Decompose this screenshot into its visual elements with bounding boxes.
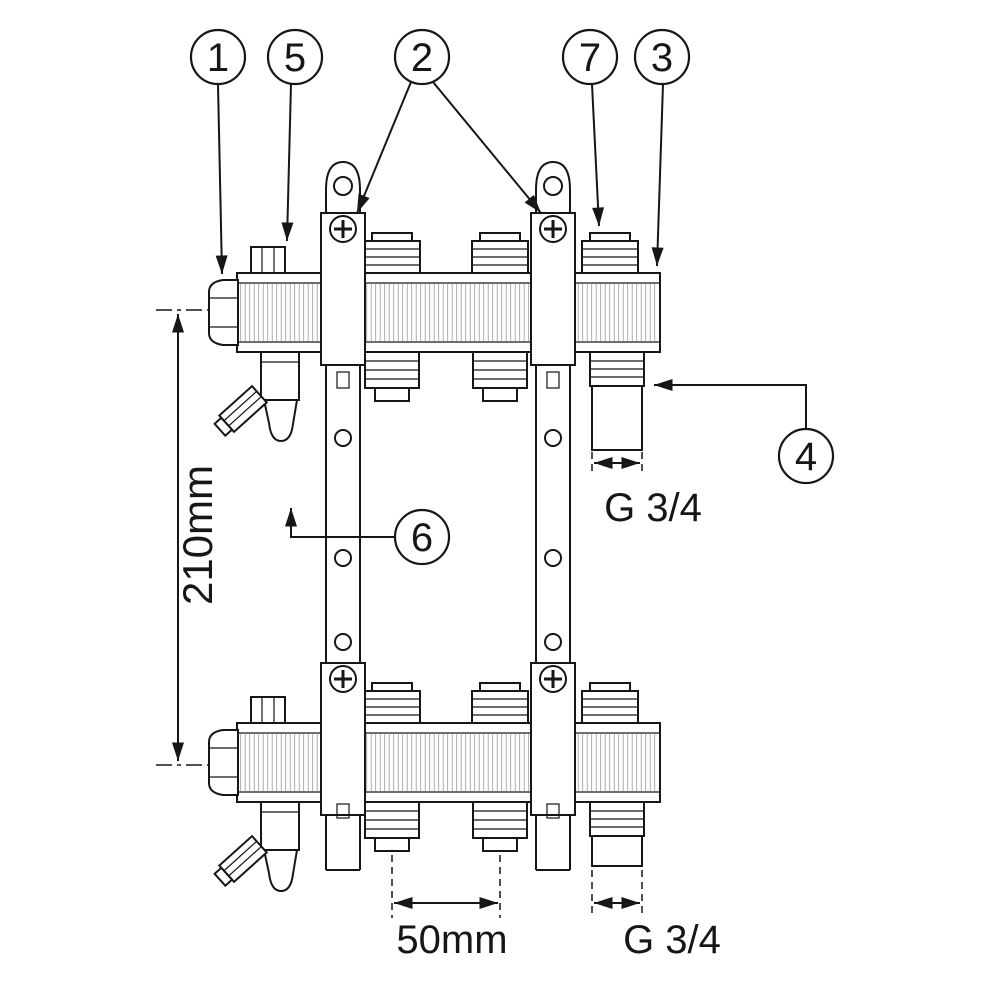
outlet-nut-3 (364, 801, 420, 852)
rail-hole (334, 429, 352, 447)
callout-7: 7 (561, 28, 619, 86)
rail-hole (543, 176, 563, 196)
end-cap-bottom (208, 729, 239, 796)
leader-6 (285, 508, 395, 538)
callout-1-label: 1 (207, 36, 229, 80)
valve-cap-6 (581, 682, 639, 724)
manifold-bottom-knurl (240, 734, 657, 791)
dim-g34-bottom-label: G 3/4 (623, 918, 721, 962)
fill-plug-bottom (250, 696, 286, 724)
rail-hole (544, 549, 562, 567)
dimension-g34-top: G 3/4 (591, 452, 702, 530)
callout-3-label: 3 (651, 36, 673, 80)
callout-4: 4 (777, 427, 835, 485)
mounting-rail-left (320, 160, 366, 871)
valve-cap-2 (471, 232, 529, 274)
dim-50mm-label: 50mm (396, 918, 507, 962)
dim-g34-top-label: G 3/4 (604, 486, 702, 530)
dim-210mm-label: 210mm (174, 465, 221, 605)
callout-7-label: 7 (579, 36, 601, 80)
callout-6-label: 6 (411, 516, 433, 560)
valve-cap-1 (363, 232, 421, 274)
valve-cap-3 (581, 232, 639, 274)
callout-1: 1 (189, 28, 247, 86)
outlet-nut-2 (472, 351, 528, 402)
callout-2-label: 2 (411, 36, 433, 80)
dimension-210mm: 210mm (156, 309, 250, 766)
callout-5: 5 (266, 28, 324, 86)
valve-cap-4 (363, 682, 421, 724)
callouts: 1 5 2 7 3 4 6 (189, 28, 835, 566)
manifold-top-knurl (240, 284, 657, 341)
manifold-top (208, 232, 661, 451)
leader-5 (281, 83, 294, 242)
callout-2: 2 (393, 28, 451, 86)
rail-hole (544, 429, 562, 447)
outlet-g34-bottom (589, 801, 645, 867)
outlet-g34-top (589, 351, 645, 451)
mounting-rail-right (530, 160, 576, 871)
rail-hole (334, 549, 352, 567)
leader-7 (591, 83, 605, 227)
rail-hole (334, 633, 352, 651)
leader-1 (215, 83, 228, 275)
outlet-nut-1 (364, 351, 420, 402)
callout-3: 3 (633, 28, 691, 86)
manifold-bottom (208, 682, 661, 893)
drain-valve-top (213, 351, 300, 443)
drain-valve-bottom (213, 801, 300, 893)
fill-plug-top (250, 246, 286, 274)
dimension-g34-bottom: G 3/4 (591, 870, 721, 962)
callout-5-label: 5 (284, 36, 306, 80)
valve-cap-5 (471, 682, 529, 724)
leader-2a (356, 81, 412, 214)
rail-hole (544, 633, 562, 651)
callout-leaders (215, 81, 807, 538)
leader-3 (651, 83, 664, 267)
end-cap-top (208, 279, 239, 346)
leader-4 (654, 379, 807, 429)
dimension-50mm: 50mm (391, 855, 508, 962)
outlet-nut-4 (472, 801, 528, 852)
leader-2b (432, 81, 542, 214)
callout-6: 6 (393, 508, 451, 566)
rail-hole (333, 176, 353, 196)
callout-4-label: 4 (795, 435, 817, 479)
